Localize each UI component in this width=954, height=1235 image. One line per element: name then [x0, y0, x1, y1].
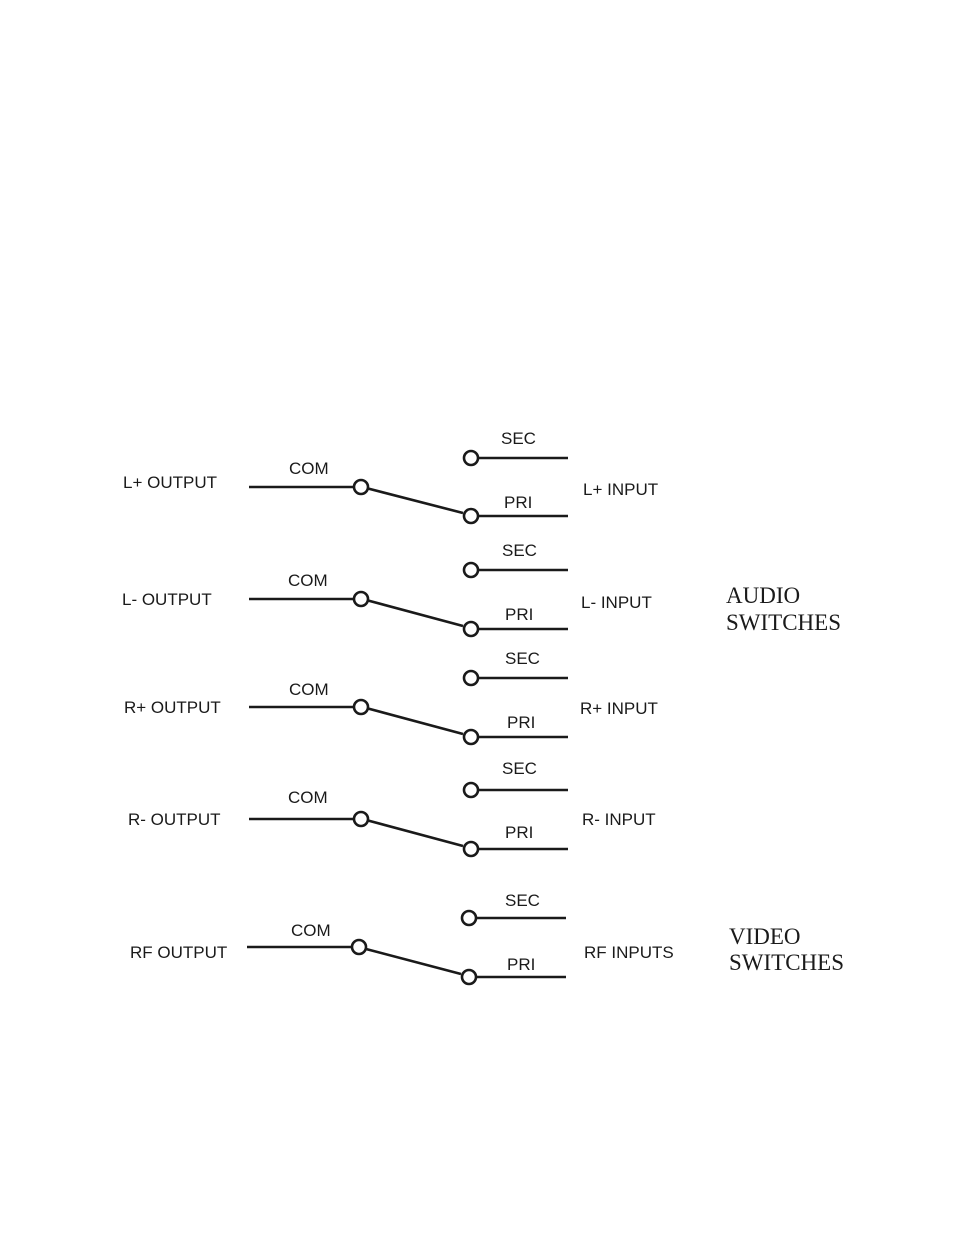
com-label: COM: [289, 459, 329, 478]
com-label: COM: [289, 680, 329, 699]
sec-terminal: [462, 781, 480, 799]
sec-label: SEC: [505, 649, 540, 668]
switch-r-minus: R- OUTPUT COM SEC PRI R- INPUT: [128, 759, 656, 858]
sec-label: SEC: [505, 891, 540, 910]
sec-label: SEC: [501, 429, 536, 448]
pri-label: PRI: [507, 713, 535, 732]
switch-arm: [367, 819, 464, 848]
com-terminal: [350, 938, 368, 956]
audio-label-line2: SWITCHES: [726, 610, 841, 635]
video-label-line2: SWITCHES: [729, 950, 844, 975]
audio-label-line1: AUDIO: [726, 583, 800, 608]
sec-terminal: [460, 909, 478, 927]
com-label: COM: [291, 921, 331, 940]
switch-r-plus: R+ OUTPUT COM SEC PRI R+ INPUT: [124, 649, 658, 746]
output-label: R- OUTPUT: [128, 810, 221, 829]
switch-arm: [367, 487, 464, 515]
video-label-line1: VIDEO: [729, 924, 801, 949]
input-label: R- INPUT: [582, 810, 656, 829]
com-label: COM: [288, 571, 328, 590]
video-switches-label: VIDEO SWITCHES: [729, 924, 844, 975]
sec-terminal: [462, 669, 480, 687]
pri-label: PRI: [505, 823, 533, 842]
switch-l-plus: L+ OUTPUT COM SEC PRI L+ INPUT: [123, 429, 658, 525]
pri-terminal: [462, 620, 480, 638]
switch-l-minus: L- OUTPUT COM SEC PRI L- INPUT: [122, 541, 652, 638]
pri-terminal: [460, 968, 478, 986]
com-terminal: [352, 698, 370, 716]
input-label: L+ INPUT: [583, 480, 658, 499]
output-label: R+ OUTPUT: [124, 698, 221, 717]
pri-terminal: [462, 507, 480, 525]
output-label: RF OUTPUT: [130, 943, 227, 962]
com-label: COM: [288, 788, 328, 807]
switch-arm: [367, 707, 464, 736]
input-label: RF INPUTS: [584, 943, 674, 962]
switch-arm: [367, 599, 464, 628]
com-terminal: [352, 478, 370, 496]
com-terminal: [352, 590, 370, 608]
pri-terminal: [462, 728, 480, 746]
pri-terminal: [462, 840, 480, 858]
com-terminal: [352, 810, 370, 828]
pri-label: PRI: [507, 955, 535, 974]
output-label: L+ OUTPUT: [123, 473, 217, 492]
switch-arm: [365, 947, 462, 976]
audio-switches-label: AUDIO SWITCHES: [726, 583, 841, 635]
sec-label: SEC: [502, 541, 537, 560]
switch-rf: RF OUTPUT COM SEC PRI RF INPUTS: [130, 891, 674, 986]
sec-terminal: [462, 449, 480, 467]
pri-label: PRI: [505, 605, 533, 624]
input-label: L- INPUT: [581, 593, 652, 612]
sec-terminal: [462, 561, 480, 579]
sec-label: SEC: [502, 759, 537, 778]
pri-label: PRI: [504, 493, 532, 512]
output-label: L- OUTPUT: [122, 590, 212, 609]
input-label: R+ INPUT: [580, 699, 658, 718]
